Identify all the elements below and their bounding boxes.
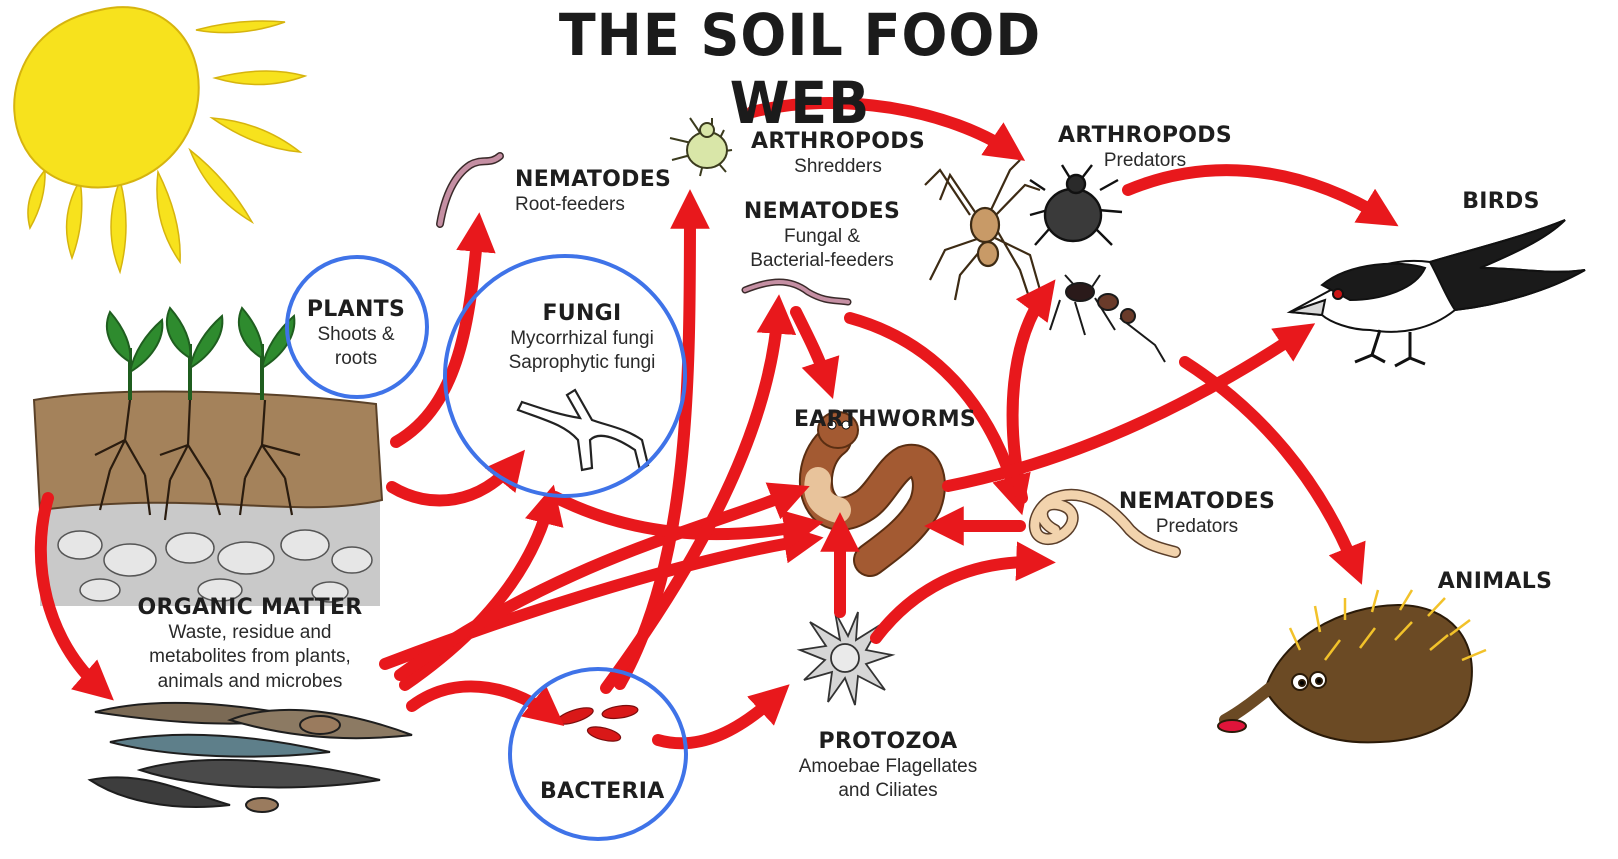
plants-sub-2: roots <box>296 347 416 372</box>
label-nematodes-predators: NEMATODES Predators <box>1112 490 1282 539</box>
diagram-title: THE SOIL FOOD WEB <box>520 1 1080 137</box>
label-fungi: FUNGI Mycorrhizal fungi Saprophytic fung… <box>476 302 688 376</box>
label-animals: ANIMALS <box>1420 570 1570 595</box>
nematodes-fungal-sub-2: Bacterial-feeders <box>722 249 922 274</box>
ant-icon <box>1050 275 1165 362</box>
organic-matter-sub-1: Waste, residue and <box>100 621 400 646</box>
arthropods-shredders-name: ARTHROPODS <box>748 130 928 155</box>
magpie-bird-icon <box>1290 220 1585 366</box>
arthropods-shredders-sub: Shredders <box>748 155 928 180</box>
nematodes-root-name: NEMATODES <box>515 168 685 193</box>
organic-matter-sub-3: animals and microbes <box>100 670 400 695</box>
arthropods-predators-sub: Predators <box>1055 149 1235 174</box>
label-nematodes-fungal-bacterial-feeders: NEMATODES Fungal & Bacterial-feeders <box>722 200 922 274</box>
highlight-circle-fungi <box>445 256 685 496</box>
fungal-hypha-icon <box>518 390 648 470</box>
arrow-arthropod-predators-to-birds <box>1128 170 1385 218</box>
nematodes-predators-sub: Predators <box>1112 515 1282 540</box>
protozoa-sub-1: Amoebae Flagellates <box>768 755 1008 780</box>
label-arthropods-shredders: ARTHROPODS Shredders <box>748 130 928 179</box>
echidna-animal-icon <box>1218 590 1486 742</box>
organic-matter-illustration <box>90 703 412 812</box>
arthropods-predators-name: ARTHROPODS <box>1055 124 1235 149</box>
label-protozoa: PROTOZOA Amoebae Flagellates and Ciliate… <box>768 730 1008 804</box>
beetle-predator-icon <box>1030 165 1122 245</box>
label-birds: BIRDS <box>1446 190 1556 215</box>
spider-icon <box>925 160 1040 300</box>
highlight-circle-bacteria <box>510 669 686 839</box>
bacteria-name: BACTERIA <box>540 780 660 805</box>
fungi-name: FUNGI <box>476 302 688 327</box>
plants-name: PLANTS <box>296 298 416 323</box>
bacteria-icon <box>555 704 639 744</box>
organic-matter-name: ORGANIC MATTER <box>100 596 400 621</box>
nematodes-root-sub: Root-feeders <box>515 193 685 218</box>
label-plants: PLANTS Shoots & roots <box>296 298 416 372</box>
earthworm-icon <box>816 412 929 560</box>
earthworms-name: EARTHWORMS <box>790 408 980 433</box>
label-arthropods-predators: ARTHROPODS Predators <box>1055 124 1235 173</box>
sun-icon <box>14 7 305 272</box>
fungi-sub-1: Mycorrhizal fungi <box>476 327 688 352</box>
nematodes-fungal-sub-1: Fungal & <box>722 225 922 250</box>
organic-matter-sub-2: metabolites from plants, <box>100 645 400 670</box>
label-nematodes-root-feeders: NEMATODES Root-feeders <box>515 168 685 217</box>
protozoa-name: PROTOZOA <box>768 730 1008 755</box>
arrow-protozoa-to-predator-nematodes <box>876 562 1040 638</box>
nematodes-predators-name: NEMATODES <box>1112 490 1282 515</box>
label-organic-matter: ORGANIC MATTER Waste, residue and metabo… <box>100 596 400 695</box>
birds-name: BIRDS <box>1446 190 1556 215</box>
fungi-sub-2: Saprophytic fungi <box>476 351 688 376</box>
animals-name: ANIMALS <box>1420 570 1570 595</box>
plants-sub-1: Shoots & <box>296 323 416 348</box>
arrow-bacteria-to-protozoa <box>658 695 778 743</box>
label-earthworms: EARTHWORMS <box>790 408 980 433</box>
protozoa-sub-2: and Ciliates <box>768 779 1008 804</box>
arrow-plants-to-fungi <box>392 462 515 501</box>
nematodes-fungal-name: NEMATODES <box>722 200 922 225</box>
arrow-fungal-nematodes-to-earthworms <box>796 312 828 384</box>
label-bacteria: BACTERIA <box>540 780 660 805</box>
